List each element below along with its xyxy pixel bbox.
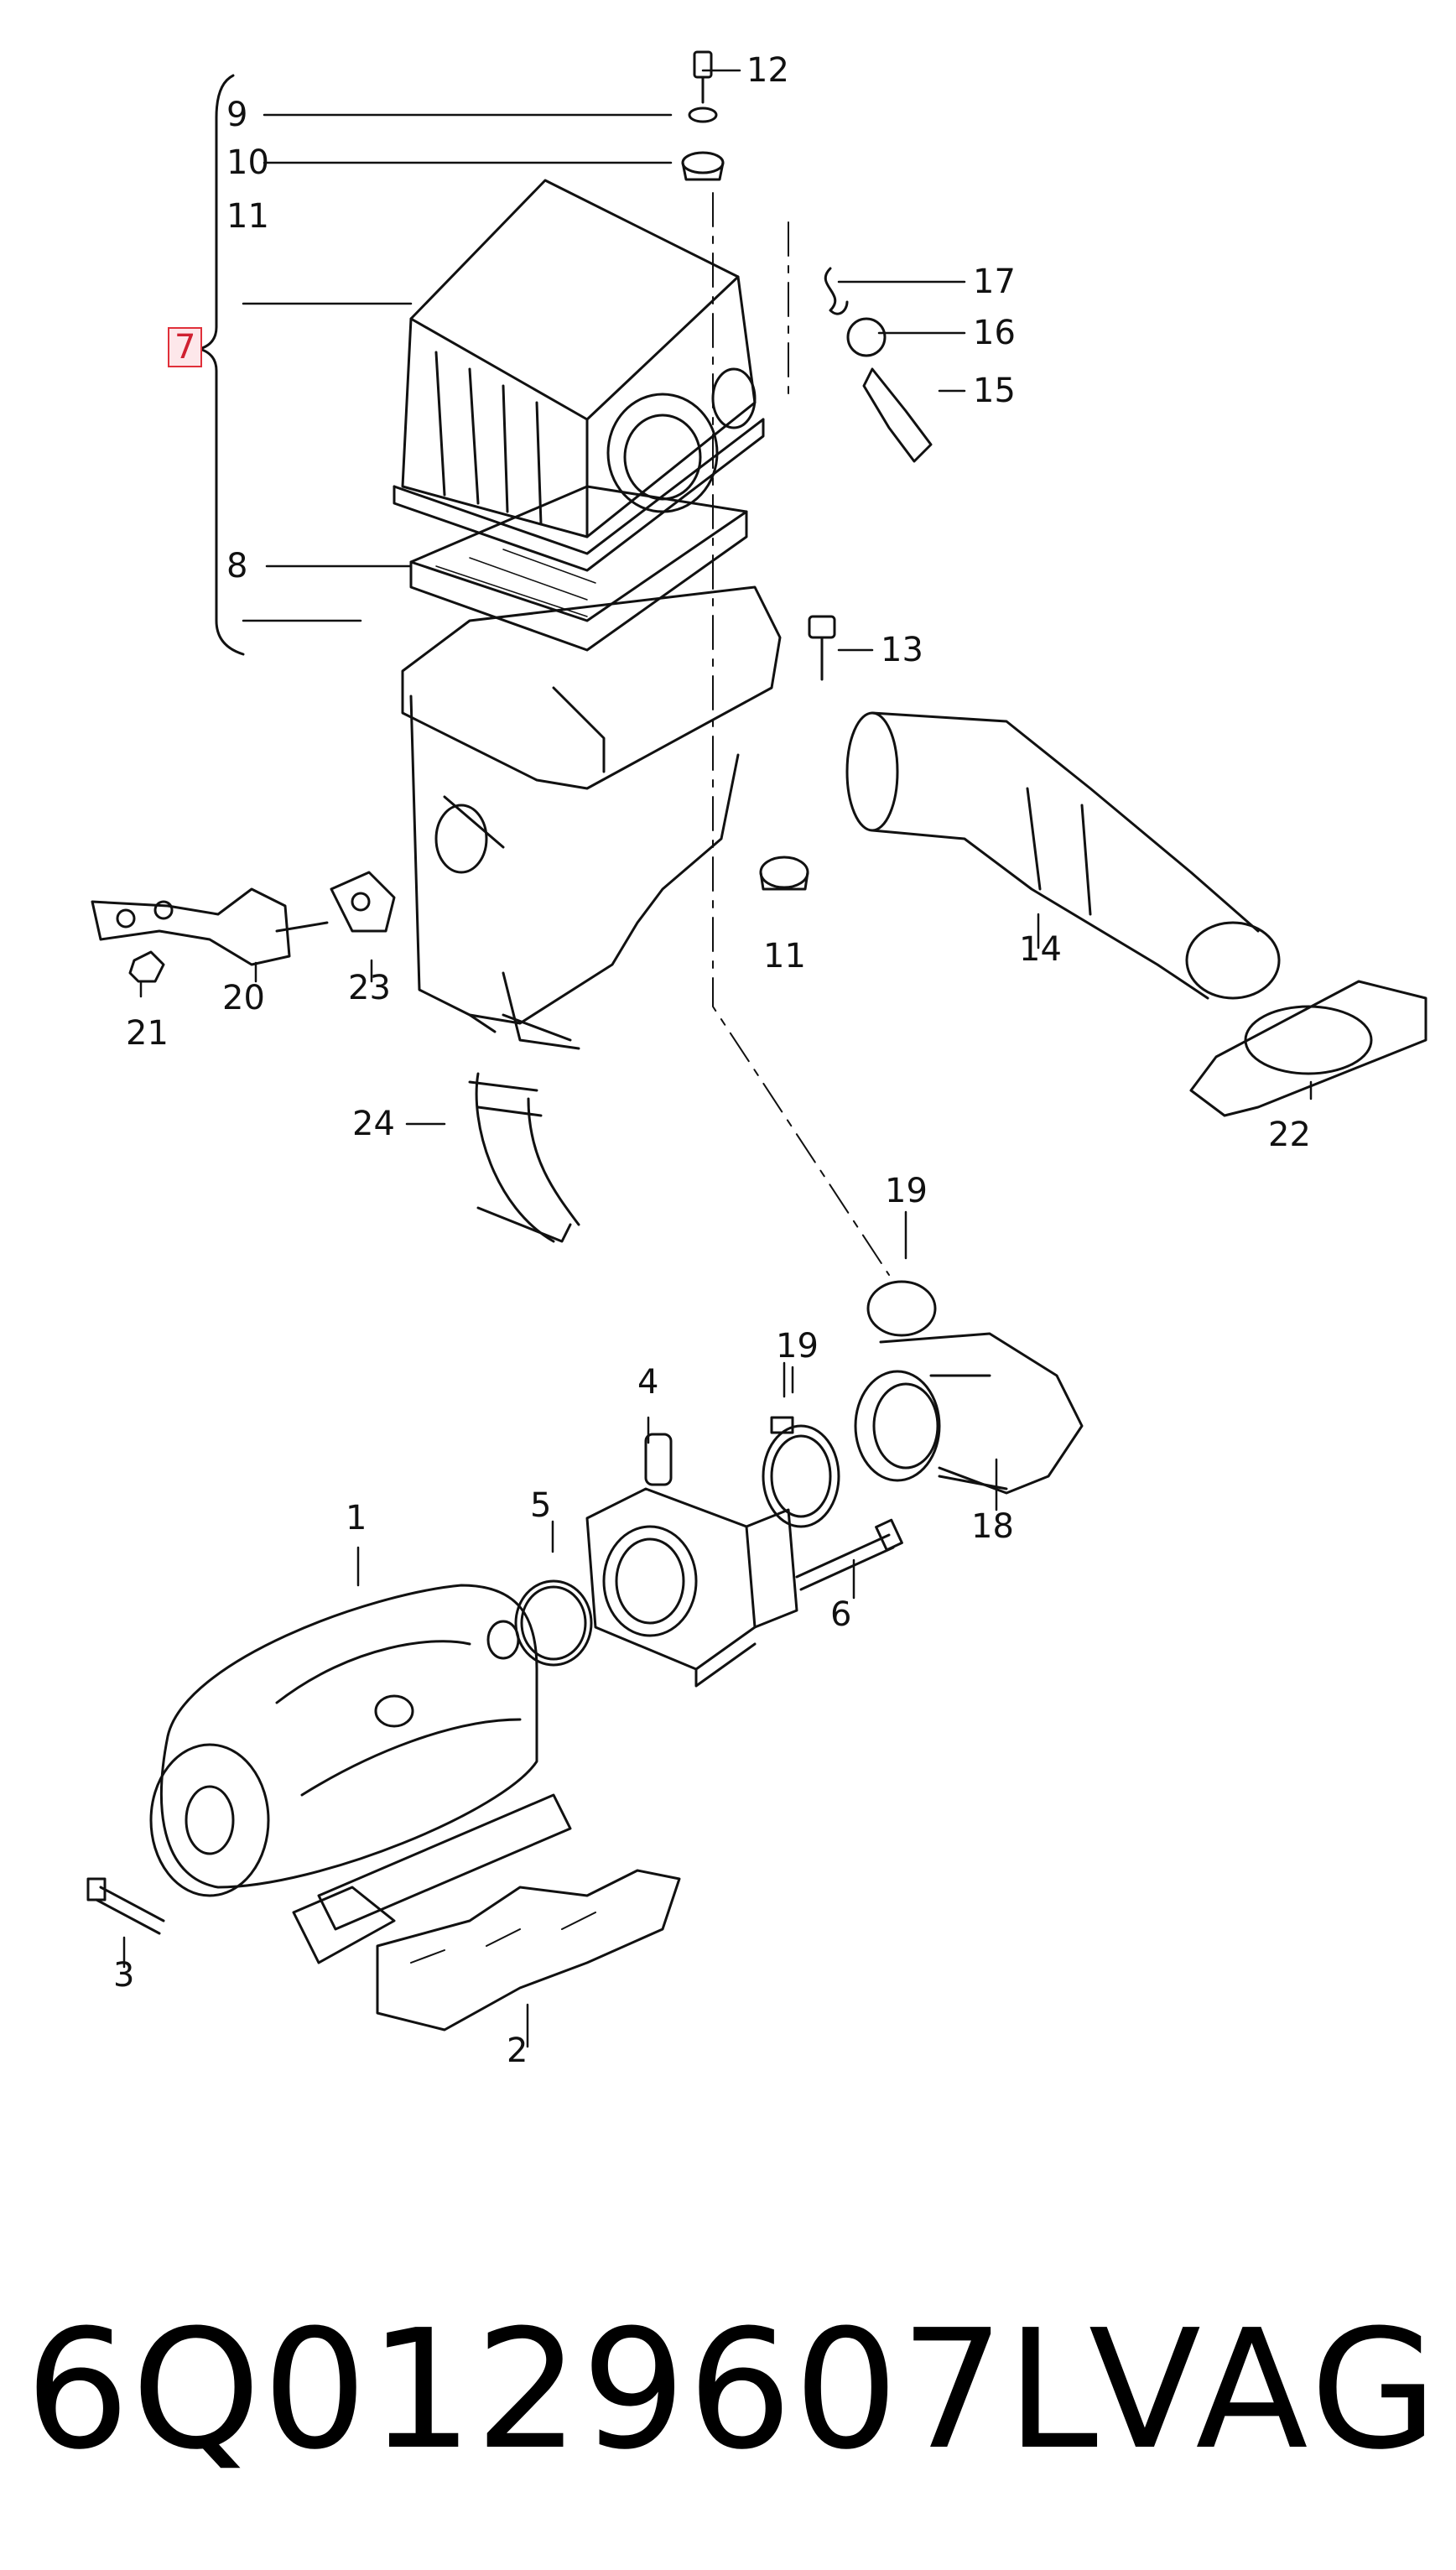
bolt-3 [86,1877,165,1935]
intake-manifold-1 [149,1584,572,1931]
callout-4: 4 [637,1363,659,1402]
leader-lines [122,69,1313,2048]
hose-24 [468,1072,580,1243]
plug-11 [759,856,809,891]
part-number: 6Q0129607L [25,2295,1100,2486]
filter-element-8 [409,485,748,652]
footer-caption: 6Q0129607L VAG [25,2290,1443,2508]
callout-23: 23 [348,969,391,1007]
callout-12: 12 [746,51,789,90]
callout-6: 6 [830,1595,852,1634]
bolt-6 [795,1518,903,1591]
screw-13 [808,615,836,681]
callout-15: 15 [973,372,1016,410]
air-filter-cover [393,179,765,572]
callout-10: 10 [226,143,269,182]
clamp-19 [762,1416,840,1528]
callout-5: 5 [530,1486,552,1525]
callout-20: 20 [222,979,265,1017]
callout-3: 3 [113,1956,135,1995]
bracket-20 [91,871,396,983]
hose-18 [854,1280,1084,1495]
dash-line [712,192,890,1276]
callout-11-plug: 11 [763,937,806,975]
duct-14 [845,711,1281,1000]
callout-17: 17 [973,263,1016,301]
callout-21: 21 [126,1014,169,1053]
callout-14: 14 [1019,930,1062,969]
bracket-22 [1189,980,1427,1117]
callout-19-lower: 19 [776,1327,819,1366]
gasket-2 [292,1869,681,2032]
throttle-body-4 [585,1433,798,1688]
callout-1: 1 [346,1499,367,1537]
parts-diagram [86,50,1427,2048]
connector-15-16-17 [824,267,933,463]
callout-19-upper: 19 [885,1172,928,1210]
callout-18: 18 [971,1507,1014,1546]
callout-24: 24 [352,1105,395,1143]
callout-8: 8 [226,547,248,585]
screw-12-washers [681,50,725,181]
callout-2: 2 [507,2032,528,2070]
air-filter-housing [401,585,782,1050]
callout-7-highlighted: 7 [168,327,203,367]
callout-22: 22 [1268,1116,1311,1154]
callout-11: 11 [226,197,269,236]
brand-name: VAG [1088,2295,1443,2486]
seal-5 [514,1579,593,1667]
callout-16: 16 [973,314,1016,352]
callout-13: 13 [881,631,923,669]
callout-9: 9 [226,96,248,134]
